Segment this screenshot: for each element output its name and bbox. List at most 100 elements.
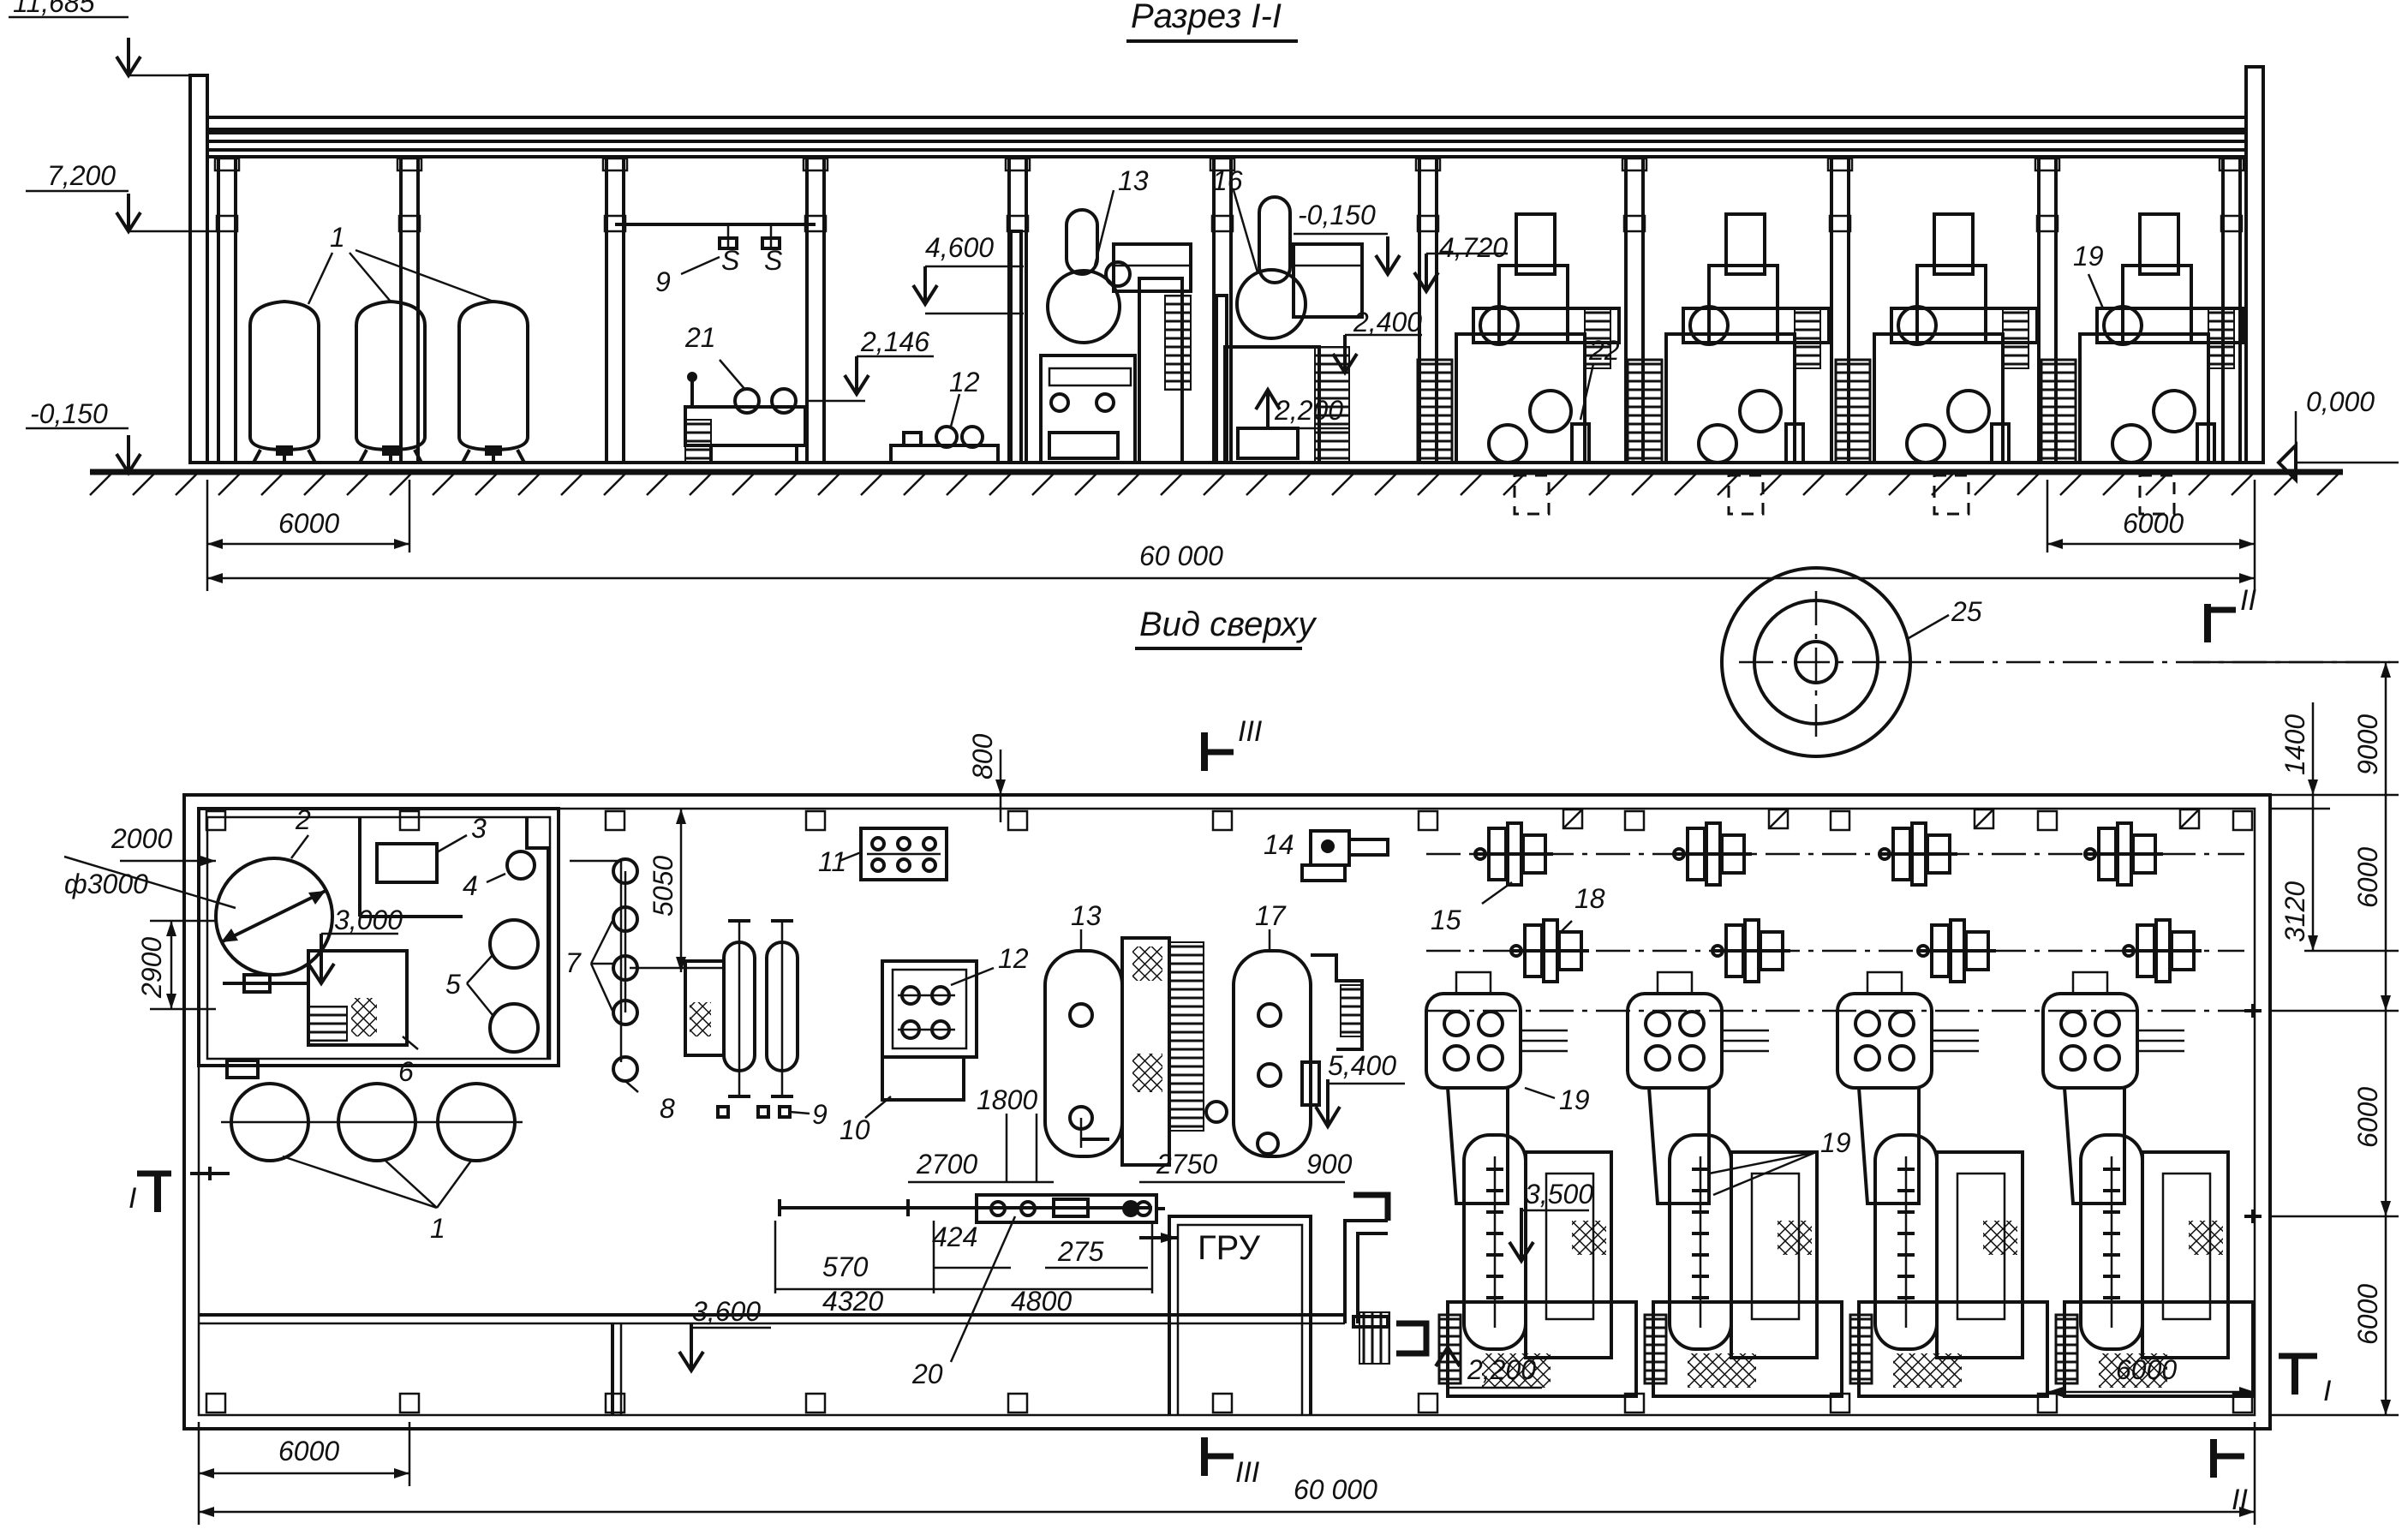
pumps-9-plan [668, 919, 799, 1119]
elev-4720: 4,720 [1439, 232, 1508, 263]
dim-5050: 5050 [648, 856, 678, 917]
callout-2: 2 [295, 804, 311, 835]
plan-tanks-1 [221, 1082, 523, 1162]
dim-275: 275 [1057, 1236, 1104, 1267]
dim-2900: 2900 [136, 937, 167, 999]
elev-3600: 3,600 [692, 1296, 761, 1327]
callout-21: 21 [684, 322, 716, 353]
section-view: Разрез I-I [9, 0, 2399, 591]
dim-6000-right-3: 6000 [2352, 1284, 2383, 1345]
elev-3500: 3,500 [1525, 1179, 1593, 1209]
dim-6000-bottom-left: 6000 [278, 1436, 339, 1466]
dim-6000-left-section: 6000 [278, 508, 339, 539]
fans-row [1426, 808, 2244, 1012]
callout-13-plan: 13 [1071, 900, 1102, 931]
gru-room: ГРУ [1054, 1192, 1430, 1415]
callout-1-plan: 1 [430, 1213, 445, 1244]
dim-4800: 4800 [1011, 1286, 1072, 1317]
callout-5: 5 [445, 969, 461, 1000]
callout-1: 1 [330, 222, 345, 253]
unit-12-10 [881, 959, 978, 1102]
dim-1400: 1400 [2280, 714, 2310, 775]
dim-1800: 1800 [977, 1084, 1037, 1115]
dim-6000-bottom-right: 6000 [2116, 1354, 2177, 1385]
callout-19-plan: 19 [1820, 1127, 1851, 1158]
dim-60000-section: 60 000 [1139, 541, 1223, 571]
callout-10: 10 [840, 1114, 870, 1145]
dim-6000-right-1: 6000 [2352, 847, 2383, 908]
section-tanks [248, 299, 529, 463]
filter-glyph-1: S [721, 245, 739, 276]
callout-13: 13 [1118, 165, 1149, 196]
plan-title: Вид сверху [1139, 606, 1318, 643]
elev-2146: 2,146 [860, 326, 929, 357]
section-title: Разрез I-I [1131, 0, 1282, 35]
elev-3000: 3,000 [334, 905, 403, 935]
svg-text:I: I [128, 1182, 137, 1215]
callout-4: 4 [463, 870, 478, 901]
deaerator-13 [1009, 208, 1192, 464]
callout-3: 3 [471, 813, 487, 844]
dim-60000-plan: 60 000 [1294, 1474, 1377, 1505]
callout-9: 9 [655, 266, 671, 297]
callout-22: 22 [1588, 335, 1620, 366]
callout-20: 20 [911, 1359, 943, 1389]
tank-2 [214, 857, 334, 977]
svg-text:III: III [1238, 715, 1263, 748]
dim-800: 800 [967, 733, 998, 779]
section-mark-III-bottom: III [1201, 1437, 1260, 1489]
elev-5400-section: -0,150 [1298, 200, 1376, 230]
svg-text:I: I [2323, 1375, 2332, 1407]
callout-16-plan: 17 [1255, 900, 1287, 931]
elev-5400-plan: 5,400 [1328, 1050, 1396, 1081]
section-mark-I-left: I [128, 1170, 171, 1215]
callout-11: 11 [818, 846, 846, 877]
callout-16: 16 [1212, 165, 1243, 196]
plan-view: Вид сверху 25 [63, 566, 2399, 1525]
elev-2400: 2,400 [1353, 307, 1422, 337]
deaerator-16-plan [1232, 949, 1364, 1158]
callout-6: 6 [398, 1056, 414, 1087]
dim-4320: 4320 [822, 1286, 883, 1317]
pipeline-20 [778, 1193, 1165, 1224]
deaerator-13-plan [1043, 936, 1204, 1167]
callout-7: 7 [565, 947, 582, 978]
svg-text:II: II [2232, 1484, 2248, 1516]
svg-text:II: II [2240, 584, 2256, 617]
callout-19-section: 19 [2073, 241, 2104, 272]
dim-900: 900 [1306, 1149, 1353, 1180]
dim-3120: 3120 [2280, 881, 2310, 942]
diameter-3000: ф3000 [64, 869, 148, 899]
callout-8: 8 [660, 1093, 675, 1124]
callout-14: 14 [1264, 829, 1294, 860]
elev-2200-plan: 2,200 [1467, 1354, 1536, 1385]
elev-7200: 7,200 [47, 160, 116, 191]
unit-14 [1300, 829, 1389, 882]
pumps-12 [889, 425, 1000, 464]
section-mark-II-top: II [2204, 584, 2256, 642]
dim-9000: 9000 [2352, 714, 2383, 775]
svg-text:III: III [1235, 1456, 1260, 1489]
filters-7 [570, 857, 668, 1083]
callout-25: 25 [1951, 596, 1982, 627]
section-columns [213, 155, 2245, 464]
unit-11 [859, 827, 948, 881]
callout-9-plan: 9 [812, 1099, 828, 1130]
section-boilers [1416, 212, 2244, 516]
unit-6 [223, 949, 409, 1047]
elev-minus0150: -0,150 [30, 398, 108, 429]
callout-12-plan: 12 [998, 943, 1029, 974]
elev-0000: 0,000 [2306, 386, 2375, 417]
dim-6000-right-section: 6000 [2123, 508, 2184, 539]
dim-570: 570 [822, 1251, 869, 1282]
pumps-21 [684, 372, 865, 464]
elev-11685: 11,685 [13, 0, 95, 18]
gru-label: ГРУ [1198, 1229, 1260, 1267]
elev-2200-section: 2,200 [1274, 395, 1343, 426]
section-mark-III-top: III [1201, 715, 1263, 771]
callout-18: 19 [1559, 1084, 1590, 1115]
section-mark-I-right: I [2279, 1353, 2332, 1407]
elev-4600: 4,600 [925, 232, 994, 263]
callout-17: 18 [1574, 883, 1605, 914]
